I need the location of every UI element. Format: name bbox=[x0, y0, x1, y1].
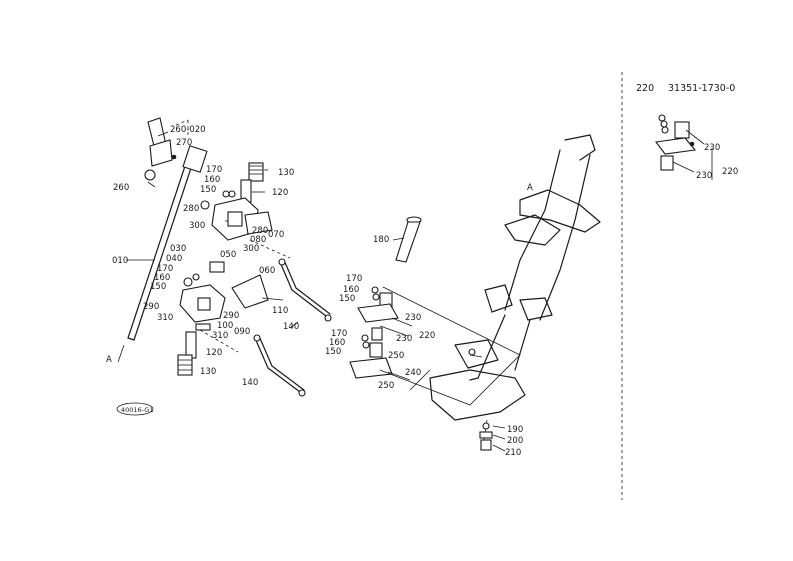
callout-140-upper: 140 bbox=[283, 322, 299, 332]
callout-050: 050 bbox=[220, 250, 236, 260]
header-part-number: 31351-1730-0 bbox=[668, 83, 735, 94]
callout-170-top: 170 bbox=[206, 165, 222, 175]
fittings-190-210 bbox=[479, 422, 506, 452]
callout-250-1: 250 bbox=[388, 351, 404, 361]
callout-120-top: 120 bbox=[272, 188, 288, 198]
callout-240: 240 bbox=[405, 368, 421, 378]
callout-040: 040 bbox=[166, 254, 182, 264]
callout-170-left: 170 bbox=[157, 264, 173, 274]
callout-210: 210 bbox=[505, 448, 521, 458]
callout-160-centre: 160 bbox=[343, 285, 359, 295]
callout-280-top: 280 bbox=[183, 204, 199, 214]
callout-220-centre: 220 bbox=[419, 331, 435, 341]
callout-250-2: 250 bbox=[378, 381, 394, 391]
stamp-label: 40016-G1 bbox=[121, 406, 153, 414]
bracket-020 bbox=[144, 117, 189, 181]
callout-260-020: 260-020 bbox=[170, 125, 206, 135]
callout-280-right: 280 bbox=[252, 226, 268, 236]
callout-150-top: 150 bbox=[200, 185, 216, 195]
callout-060: 060 bbox=[259, 266, 275, 276]
main-housing bbox=[429, 134, 601, 441]
callout-260: 260 bbox=[113, 183, 129, 193]
callout-300-top: 300 bbox=[189, 221, 205, 231]
callout-140-lower: 140 bbox=[242, 378, 258, 388]
callout-190: 190 bbox=[507, 425, 523, 435]
leader-lines bbox=[126, 131, 483, 358]
callout-a-left: A bbox=[106, 355, 112, 365]
header-ref: 220 bbox=[636, 83, 654, 94]
link-rod-140-upper bbox=[278, 258, 332, 322]
callout-310-mid: 310 bbox=[212, 331, 228, 341]
stamp-oval: 40016-G1 bbox=[116, 402, 153, 416]
callout-150-centre: 150 bbox=[339, 294, 355, 304]
callout-230-centre-1: 230 bbox=[405, 313, 421, 323]
middle-left-assembly bbox=[177, 261, 269, 376]
upper-left-assembly bbox=[200, 162, 291, 259]
callout-130-top: 130 bbox=[278, 168, 294, 178]
callout-080-top: 080 bbox=[250, 235, 266, 245]
callout-170-centre: 170 bbox=[346, 274, 362, 284]
callout-270: 270 bbox=[176, 138, 192, 148]
callout-030: 030 bbox=[170, 244, 186, 254]
callout-160-centre-2: 160 bbox=[329, 338, 345, 348]
callout-a-right: A bbox=[527, 183, 533, 193]
callout-310-left: 310 bbox=[157, 313, 173, 323]
exploded-frame bbox=[379, 286, 521, 406]
inset-assembly-220 bbox=[654, 114, 713, 180]
callout-150-centre-2: 150 bbox=[325, 347, 341, 357]
callout-300-mid: 300 bbox=[243, 244, 259, 254]
callout-110: 110 bbox=[272, 306, 288, 316]
callout-labels: 260-020 270 260 010 A 170 160 150 280 30… bbox=[106, 125, 738, 458]
callout-170-centre-2: 170 bbox=[331, 329, 347, 339]
callout-070: 070 bbox=[268, 230, 284, 240]
callout-230-inset-2: 230 bbox=[696, 171, 712, 181]
link-rod-140-lower bbox=[253, 334, 306, 397]
callout-010: 010 bbox=[112, 256, 128, 266]
pin-180 bbox=[395, 216, 422, 263]
callout-130-bottom: 130 bbox=[200, 367, 216, 377]
callout-120-bottom: 120 bbox=[206, 348, 222, 358]
rod-010 bbox=[117, 145, 208, 363]
callout-090: 090 bbox=[234, 327, 250, 337]
callout-220-inset: 220 bbox=[722, 167, 738, 177]
callout-230-centre-2: 230 bbox=[396, 334, 412, 344]
callout-160-left: 160 bbox=[154, 273, 170, 283]
callout-290-mid: 290 bbox=[223, 311, 239, 321]
callout-290-left: 290 bbox=[143, 302, 159, 312]
callout-200: 200 bbox=[507, 436, 523, 446]
callout-180: 180 bbox=[373, 235, 389, 245]
callout-100: 100 bbox=[217, 321, 233, 331]
callout-230-inset-1: 230 bbox=[704, 143, 720, 153]
centre-assembly bbox=[349, 286, 413, 381]
callout-150-left: 150 bbox=[150, 282, 166, 292]
callout-160-top: 160 bbox=[204, 175, 220, 185]
